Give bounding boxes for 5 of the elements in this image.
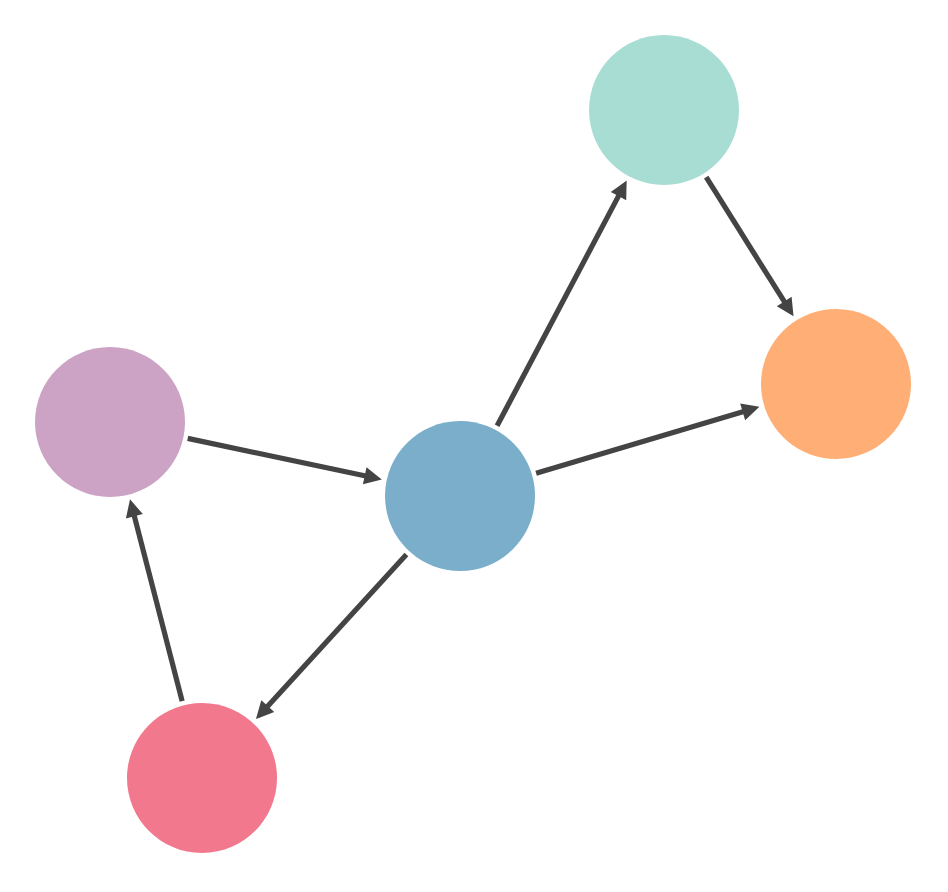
circle-node [761, 308, 911, 459]
circle-node [127, 702, 277, 853]
circle-node [35, 346, 185, 497]
circle-node [385, 421, 535, 571]
circle-node [589, 35, 739, 185]
